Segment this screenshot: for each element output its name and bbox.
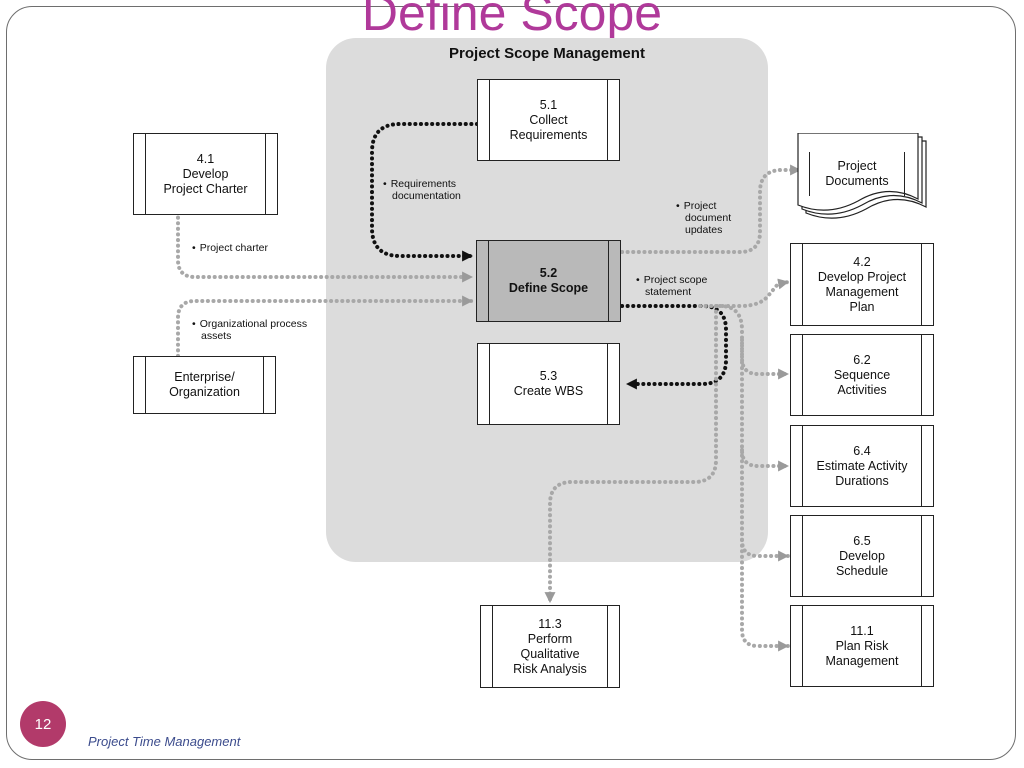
flow-scope-to-pm-plan xyxy=(698,278,790,308)
flow-enterprise-to-define-scope xyxy=(176,295,474,358)
box-6-5-develop-schedule: 6.5 Develop Schedule xyxy=(790,515,934,597)
flow-scope-to-plan-risk xyxy=(740,538,790,652)
label-organizational-process-assets: •Organizational process assets xyxy=(192,318,308,342)
box-11-1-plan-risk-management: 11.1 Plan Risk Management xyxy=(790,605,934,687)
flow-scope-to-estimate-durations xyxy=(740,338,790,472)
panel-title: Project Scope Management xyxy=(449,45,645,62)
box-6-2-sequence-activities: 6.2 Sequence Activities xyxy=(790,334,934,416)
flow-scope-to-sequence-activities xyxy=(718,304,790,380)
flow-scope-statement-to-wbs xyxy=(620,304,728,390)
footer-text: Project Time Management xyxy=(88,734,241,749)
flow-charter-to-define-scope xyxy=(176,210,474,283)
box-11-3-qualitative-risk-analysis: 11.3 Perform Qualitative Risk Analysis xyxy=(480,605,620,688)
box-4-2-develop-pm-plan: 4.2 Develop Project Management Plan xyxy=(790,243,934,326)
page-number-badge: 12 xyxy=(20,701,66,747)
box-4-1-develop-project-charter: 4.1 Develop Project Charter xyxy=(133,133,278,215)
label-project-document-updates: •Project document updates xyxy=(676,200,732,236)
box-6-4-estimate-activity-durations: 6.4 Estimate Activity Durations xyxy=(790,425,934,507)
slide-title: Define Scope xyxy=(361,0,663,41)
project-documents-stack xyxy=(797,133,927,219)
label-project-charter: •Project charter xyxy=(192,242,268,254)
flow-requirements-to-define-scope xyxy=(370,122,479,262)
label-requirements-documentation: •Requirements documentation xyxy=(383,178,461,202)
label-project-scope-statement: •Project scope statement xyxy=(636,274,708,298)
box-enterprise-organization: Enterprise/ Organization xyxy=(133,356,276,414)
box-5-3-create-wbs: 5.3 Create WBS xyxy=(477,343,620,425)
flow-scope-to-qualitative-risk xyxy=(544,304,718,604)
box-5-2-define-scope: 5.2 Define Scope xyxy=(476,240,621,322)
box-5-1-collect-requirements: 5.1 Collect Requirements xyxy=(477,79,620,161)
box-project-documents: Project Documents xyxy=(798,152,916,196)
flow-scope-to-develop-schedule xyxy=(740,448,790,562)
slide-frame xyxy=(6,6,1016,760)
flow-define-scope-to-project-documents xyxy=(620,164,802,254)
